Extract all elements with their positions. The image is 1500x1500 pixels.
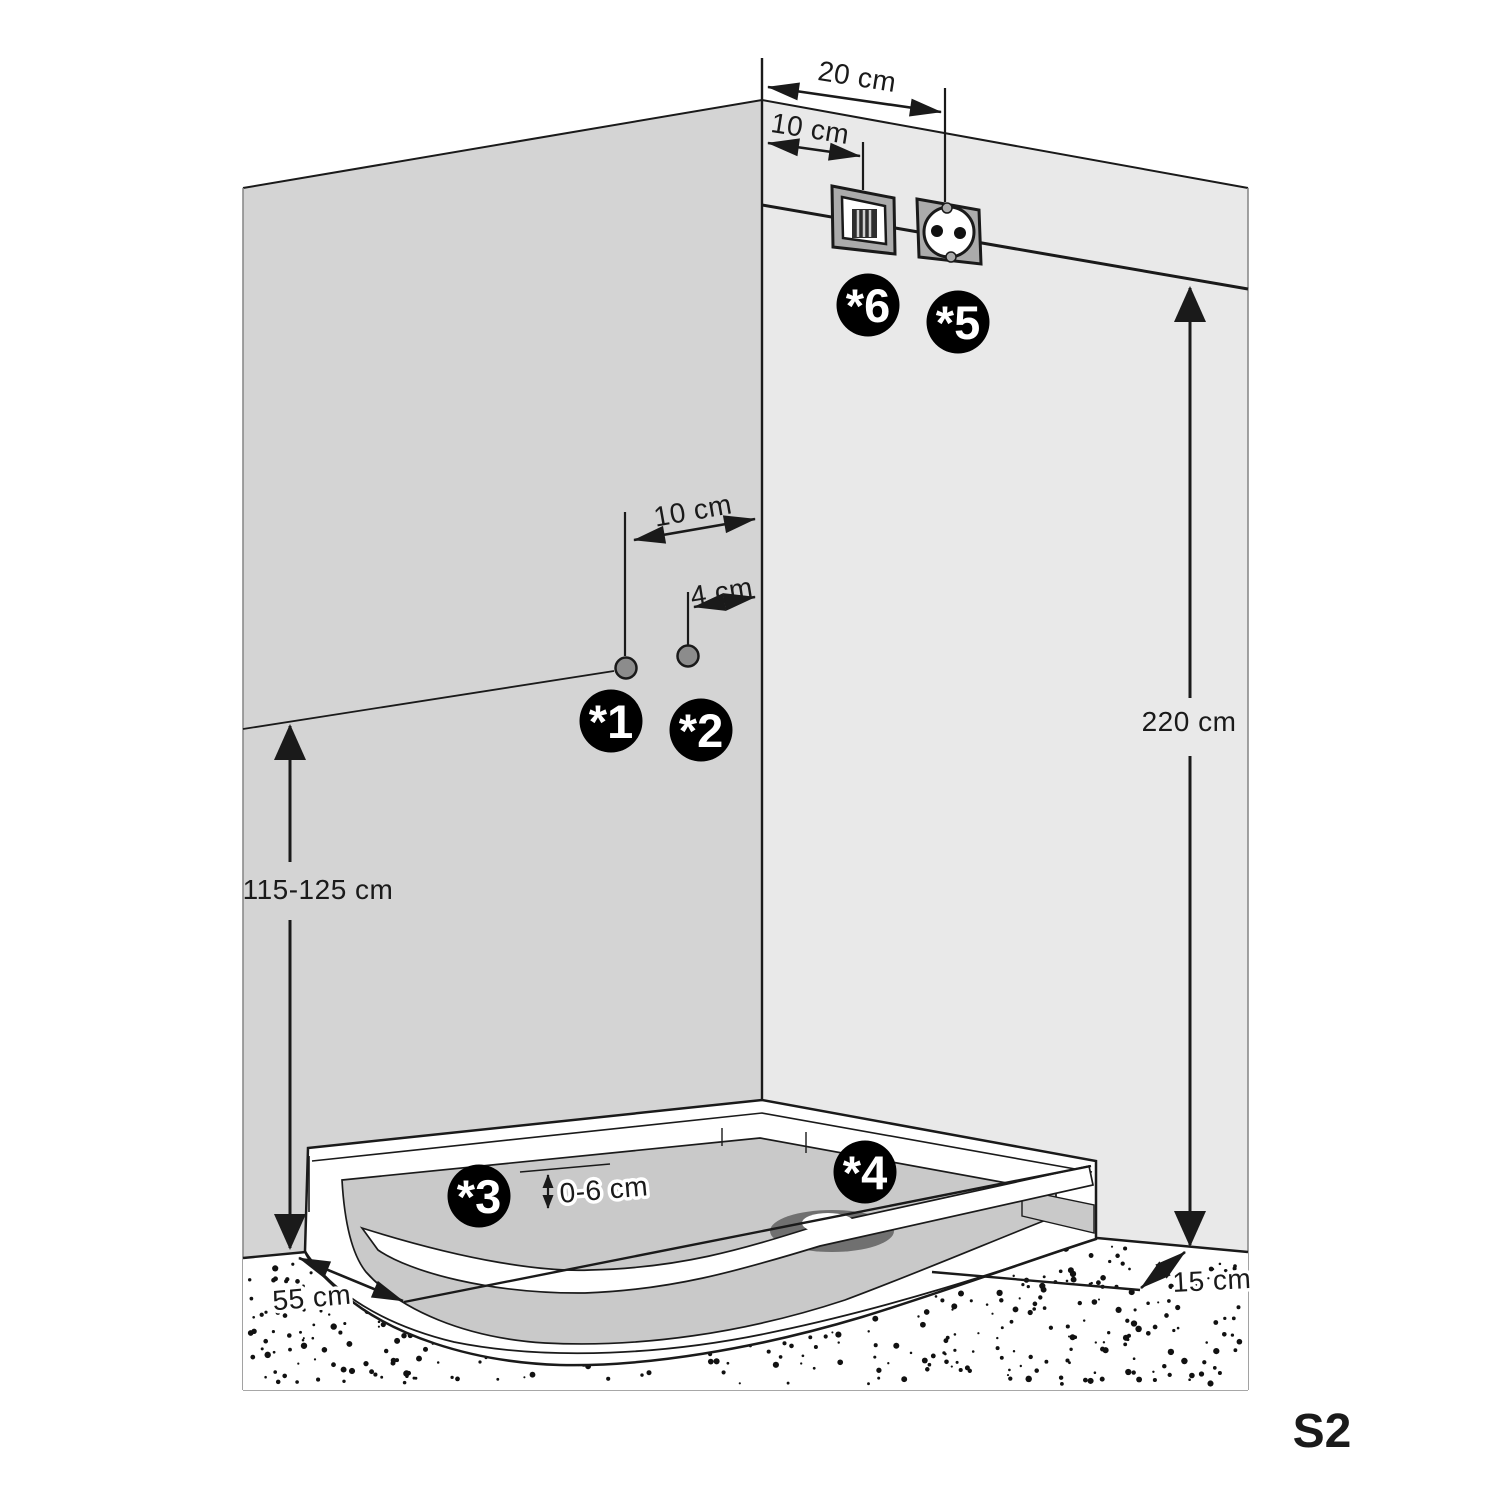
wall-base-left <box>242 1250 307 1260</box>
tray-rim-inner-edge <box>311 1112 1093 1173</box>
left-wall-height-line <box>242 670 615 730</box>
dim-arrow-switch-offset <box>767 138 861 161</box>
marker-badge-3: *3 <box>447 1164 511 1228</box>
tray-front-rim-edge <box>304 1238 1097 1355</box>
sheet-code: S2 <box>1293 1405 1352 1458</box>
drain-position-line <box>403 1164 1092 1304</box>
drain-hole <box>802 1213 854 1233</box>
marker-badge-5: *5 <box>926 290 990 354</box>
marker-badge-6: *6 <box>836 273 900 337</box>
dim-label-mixer-height: 115-125 cm <box>243 874 394 905</box>
dim-arrow-front-depth <box>298 1256 404 1303</box>
svg-text:*4: *4 <box>843 1146 887 1199</box>
tray-right-cap-inset <box>1021 1189 1095 1234</box>
dim-arrow-supply-offset <box>633 515 756 544</box>
dim-arrow-socket-offset <box>767 82 942 117</box>
marker-badge-2: *2 <box>669 698 733 762</box>
power-socket-icon <box>915 197 983 266</box>
svg-text:*2: *2 <box>679 704 723 757</box>
svg-text:*1: *1 <box>589 695 633 748</box>
dim-label-socket-offset: 20 cm <box>816 55 899 98</box>
dim-label-install-height: 220 cm <box>1142 706 1237 737</box>
dim-arrow-supply-gap <box>693 593 756 611</box>
wall-switch-icon <box>830 184 897 256</box>
dim-arrow-drain-offset <box>1140 1250 1186 1290</box>
marker-badge-4: *4 <box>833 1140 897 1204</box>
left-wall <box>243 100 762 1258</box>
supply-point-1 <box>614 656 638 680</box>
svg-text:*6: *6 <box>846 279 890 332</box>
right-wall <box>762 100 1248 1252</box>
dim-tick-rim <box>519 1163 611 1173</box>
dim-label-drain-offset: 15 cm <box>1172 1263 1252 1298</box>
svg-text:*5: *5 <box>936 296 980 349</box>
tray-drain-channel <box>359 1164 1095 1294</box>
svg-text:*3: *3 <box>457 1170 501 1223</box>
marker-badge-1: *1 <box>579 689 643 753</box>
wall-base-right <box>1096 1236 1249 1254</box>
supply-point-2 <box>676 644 700 668</box>
floor-offset-line <box>931 1270 1141 1292</box>
